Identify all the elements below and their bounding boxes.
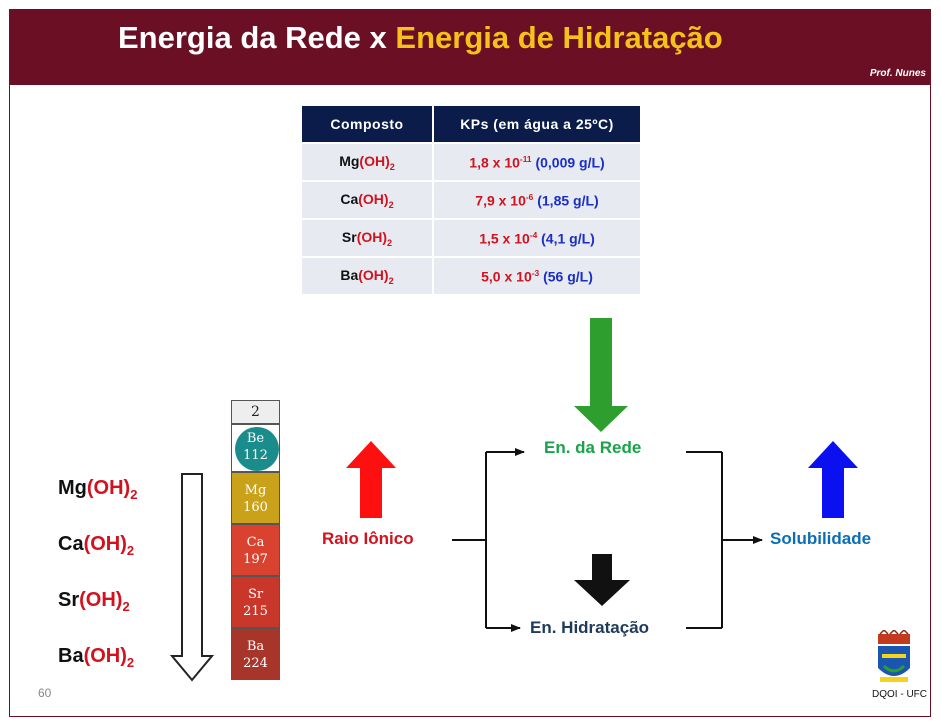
green-down-arrow	[574, 318, 628, 432]
en-hidratacao-label: En. Hidratação	[530, 618, 649, 638]
slide-number: 60	[38, 686, 51, 700]
en-rede-label: En. da Rede	[544, 438, 641, 458]
raio-ionico-label: Raio Iônico	[322, 529, 414, 549]
solubilidade-label: Solubilidade	[770, 529, 871, 549]
red-up-arrow	[346, 441, 396, 518]
institution-label: DQOI - UFC	[872, 689, 927, 700]
university-crest-logo	[876, 630, 912, 686]
blue-up-arrow	[808, 441, 858, 518]
down-trend-arrow	[172, 474, 212, 680]
black-down-arrow	[574, 554, 630, 606]
